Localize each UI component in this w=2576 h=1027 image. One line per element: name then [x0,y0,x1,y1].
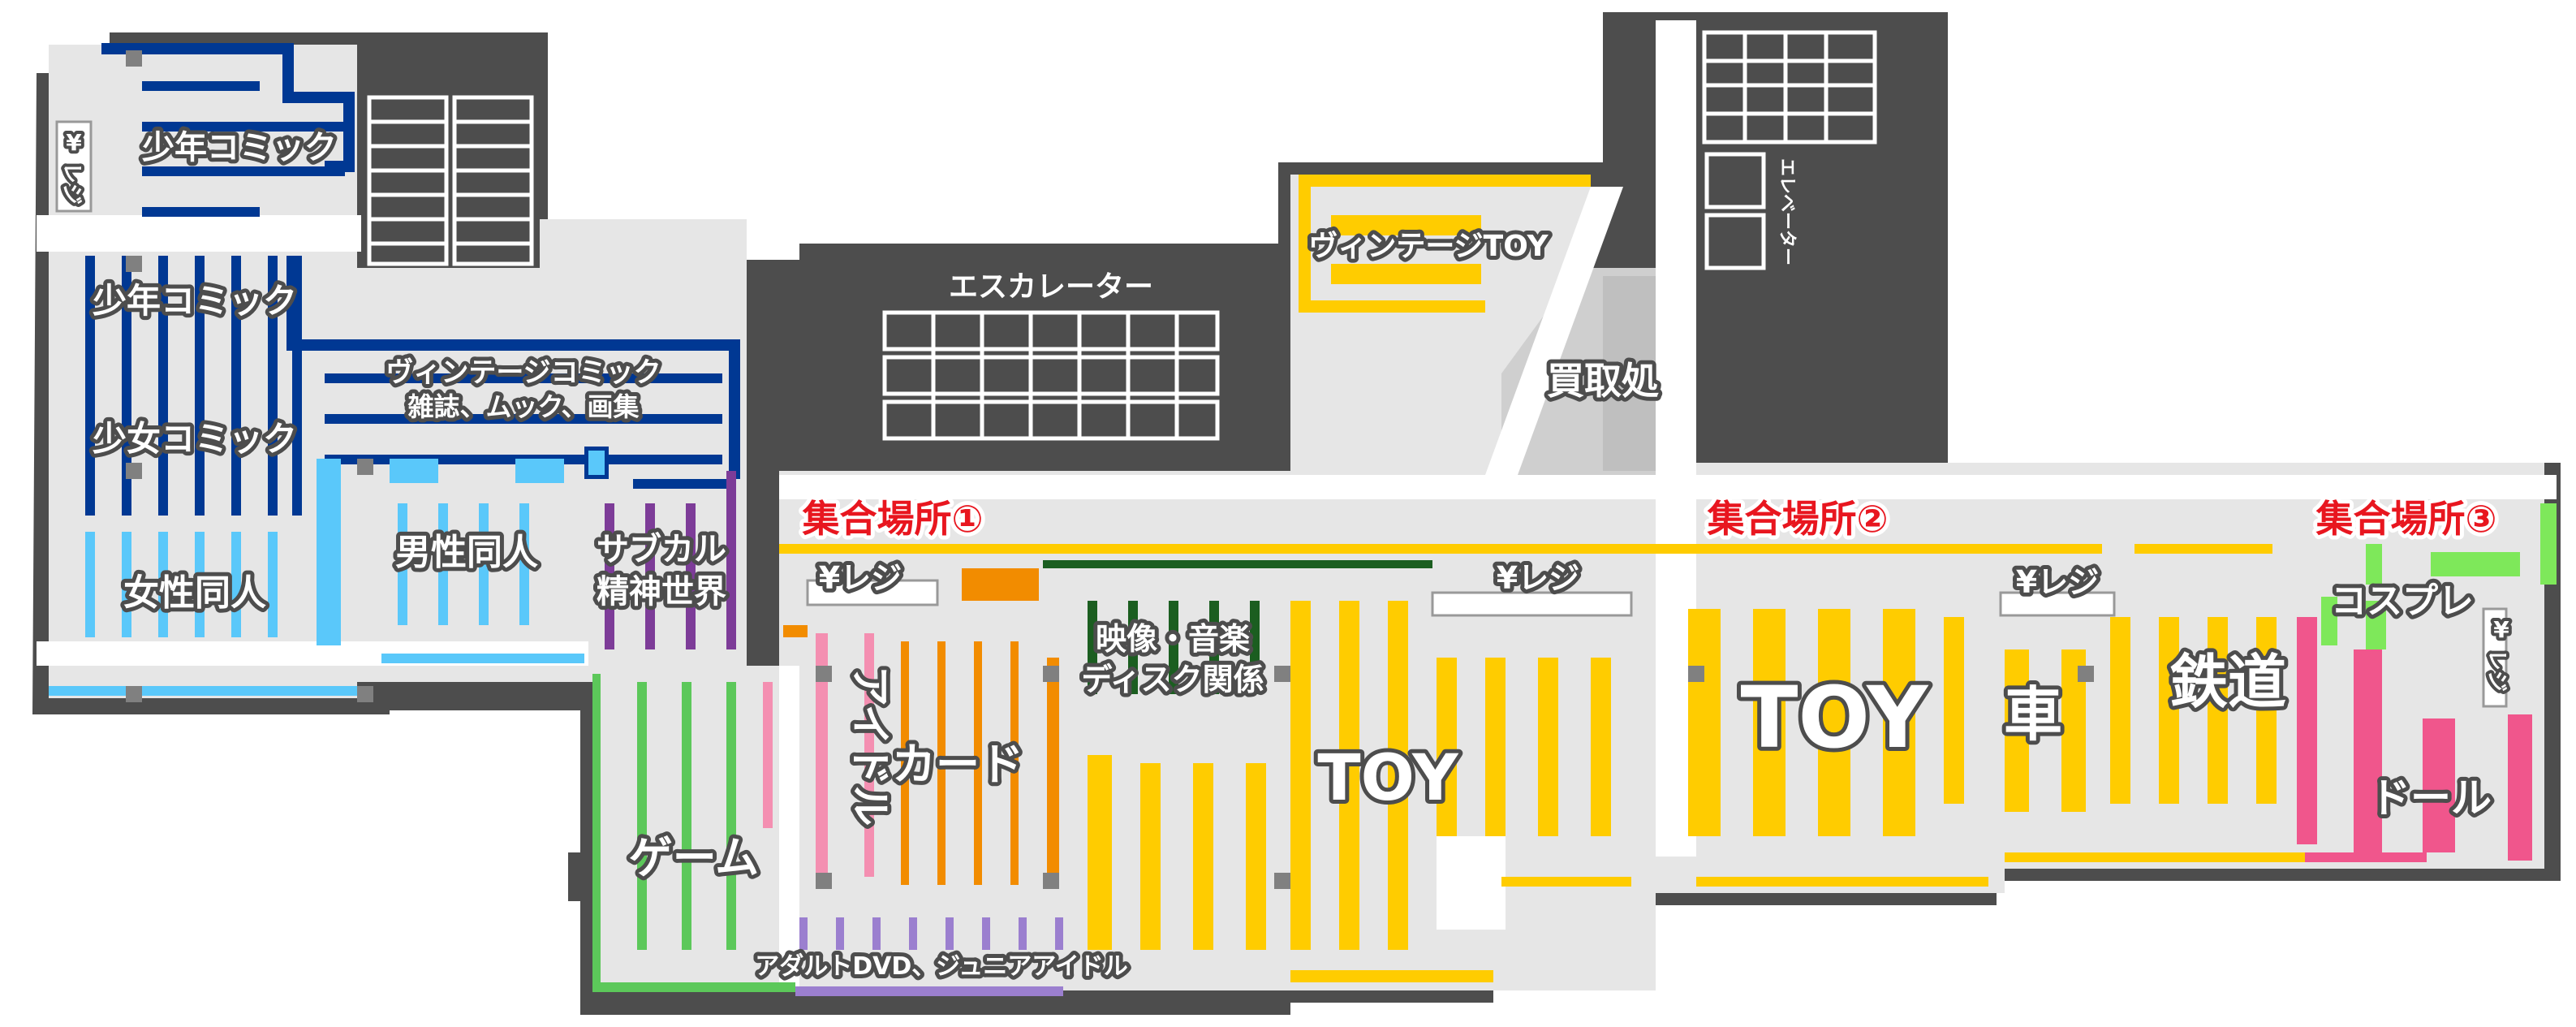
label-girls-comic: 少女コミック [93,419,297,459]
elevator-cars [1704,152,1766,270]
cosplay-shelves [2321,503,2557,649]
register-left: レジ [56,159,87,208]
register-right-yen: ¥ [2493,616,2509,643]
label-escalator: エスカレーター [949,270,1153,304]
label-vintage-comic: ヴィンテージコミック [386,356,661,389]
register-right: レジ [2481,646,2512,695]
disc-shelves [1043,560,1432,694]
label-toy-right: TOY [1741,668,1930,767]
toy-shelves [779,175,2313,982]
label-vintage-toy: ヴィンテージTOY [1308,230,1549,263]
label-boys-comic-1: 少年コミック [142,129,337,166]
register-1: ¥レジ [819,560,902,596]
svg-text:レジ: レジ [59,162,84,205]
label-vintage-comic-sub: 雑誌、ムック、画集 [407,391,639,422]
label-car: 車 [2004,680,2062,749]
label-doll: ドール [2370,775,2492,822]
label-cosplay: コスプレ [2331,580,2474,622]
escalator-center [882,310,1220,441]
register-2: ¥レジ [1497,560,1579,596]
meeting-point-1: 集合場所① [802,497,984,541]
escalator-left [367,95,534,266]
label-spiritual: 精神世界 [597,573,726,611]
meeting-point-2: 集合場所② [1707,497,1889,541]
svg-text:アイドル: アイドル [846,666,894,826]
comic-shelves [49,43,740,696]
label-adult-dvd: アダルトDVD、ジュニアアイドル [755,952,1127,981]
label-toy-left: TOY [1317,742,1459,815]
doll-shelves [2297,617,2532,862]
register-3: ¥レジ [2016,564,2099,600]
label-elevator: エレベーター [1777,158,1797,265]
label-boys-comic-2: 少年コミック [93,281,297,321]
meeting-point-3: 集合場所③ [2315,497,2497,541]
label-buyback: 買取処 [1547,359,1659,403]
subculture-shelves [605,471,736,649]
label-game: ゲーム [629,832,759,883]
svg-text:エレベーター: エレベーター [1777,158,1797,265]
columns [126,50,2094,889]
label-disc: ディスク関係 [1081,662,1264,697]
idol-shelves [763,633,874,877]
label-idol: アイドル [842,662,898,831]
register-counters [55,120,2508,708]
label-female-doujin: 女性同人 [123,572,266,614]
adult-shelves [795,917,1063,996]
labels: エスカレーター エレベーター 買取処 少年コミック 少年コミック 少女コミック … [56,125,2513,985]
label-card: カード [892,739,1023,790]
label-male-doujin: 男性同人 [395,532,538,573]
label-subcul: サブカル [597,531,726,568]
card-shelves [783,568,1059,885]
svg-text:レジ: レジ [2484,649,2509,692]
label-video-music: 映像・音楽 [1096,621,1250,657]
escalator-right [1702,30,1877,145]
register-left-yen: ¥ [66,129,82,156]
game-shelves [592,674,795,992]
label-railway: 鉄道 [2169,648,2286,716]
